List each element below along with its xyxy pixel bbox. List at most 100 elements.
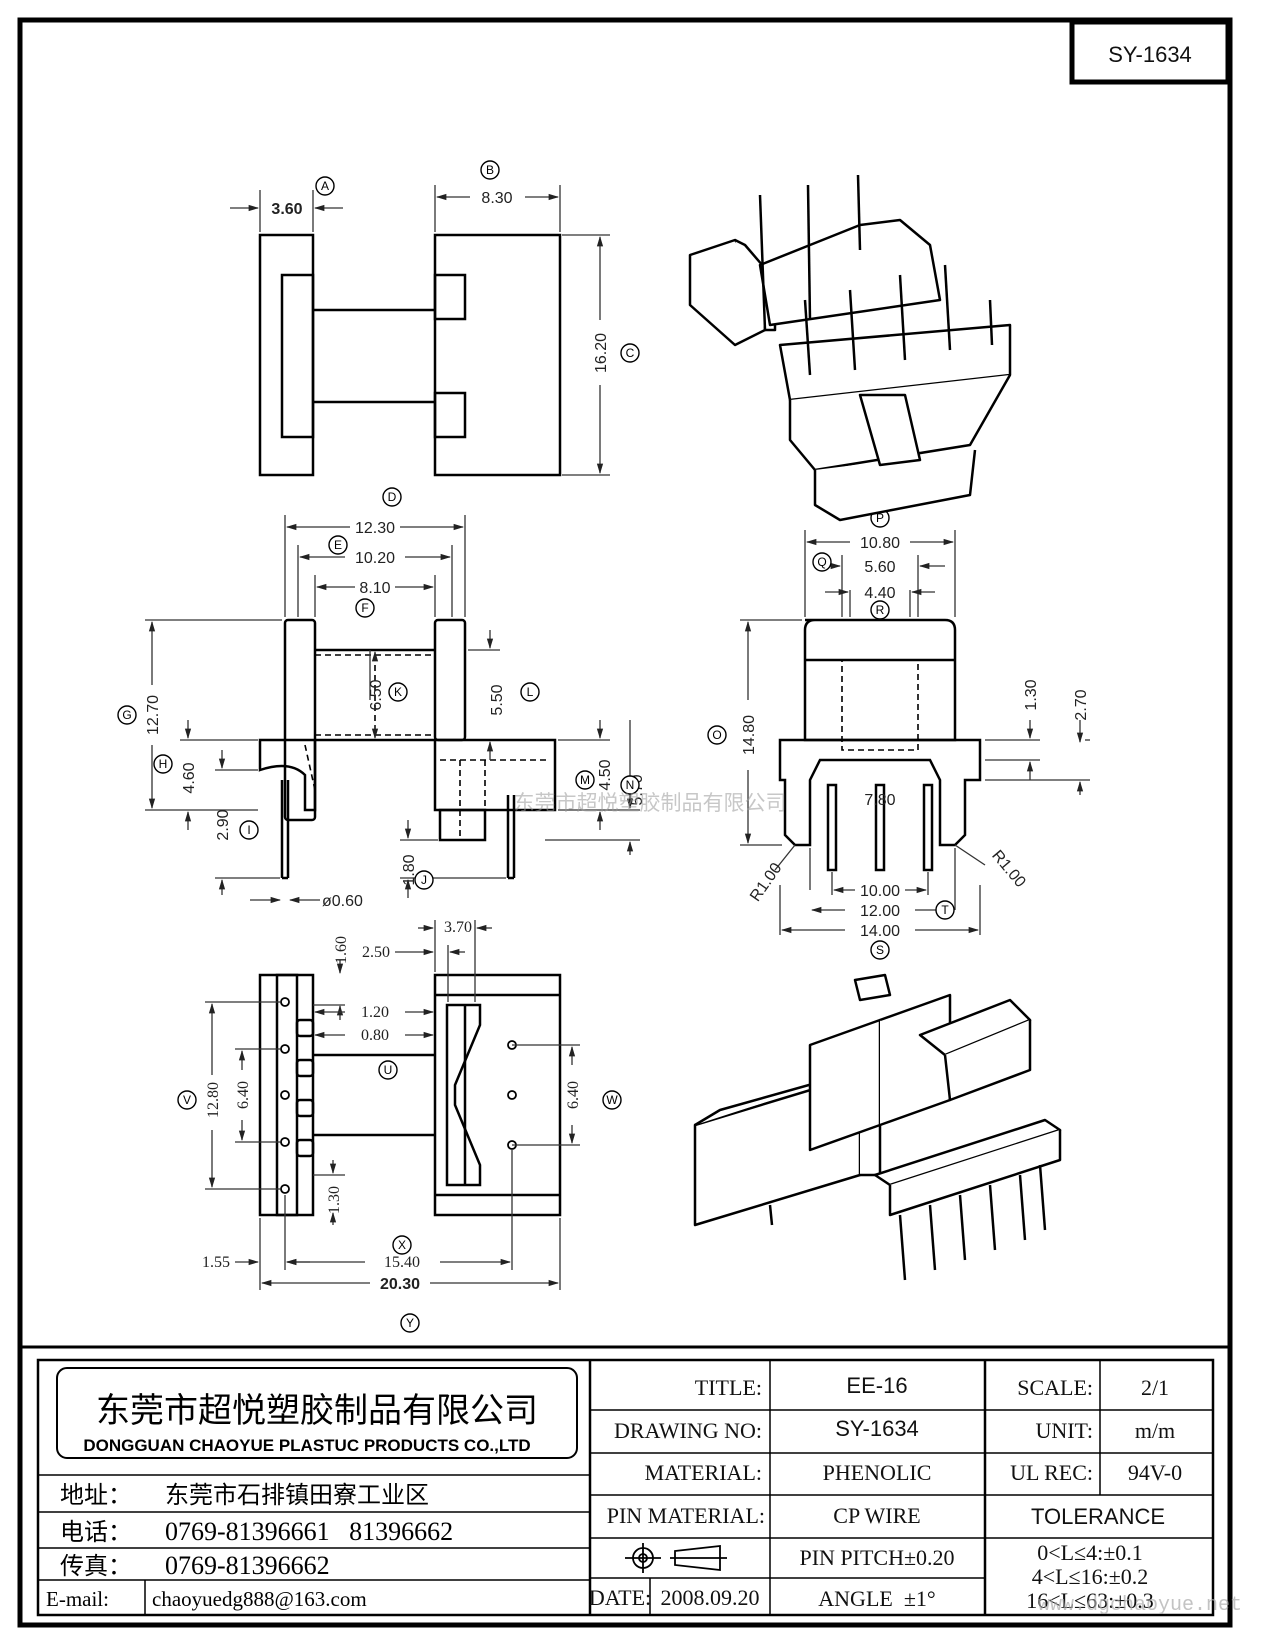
unit-label: UNIT: xyxy=(1035,1418,1093,1443)
dim-250: 2.50 xyxy=(362,944,390,961)
email-label: E-mail: xyxy=(46,1587,109,1611)
balloon-k: K xyxy=(394,685,402,699)
dim-i: 2.90 xyxy=(215,809,232,840)
front-view xyxy=(258,618,557,880)
balloon-h: H xyxy=(159,757,168,771)
dim-r: 4.40 xyxy=(864,585,895,602)
bottom-view-dims xyxy=(205,920,580,1290)
scale-label: SCALE: xyxy=(1017,1375,1093,1400)
balloon-n: N xyxy=(626,778,635,792)
balloon-a: A xyxy=(321,179,329,193)
balloon-x: X xyxy=(398,1238,406,1252)
dim-370: 3.70 xyxy=(444,919,472,936)
fax-value: 0769-81396662 xyxy=(165,1551,330,1580)
drawing-code: SY-1634 xyxy=(1108,42,1192,67)
balloon-set xyxy=(117,160,955,1333)
dim-130: 1.30 xyxy=(1023,679,1040,710)
dim-t: 12.00 xyxy=(860,903,900,920)
dim-155: 1.55 xyxy=(202,1254,230,1271)
dim-270: 2.70 xyxy=(1073,689,1090,720)
dim-v: 12.80 xyxy=(205,1082,222,1118)
front-view-dims xyxy=(145,515,640,904)
balloon-u: U xyxy=(384,1063,393,1077)
dim-120: 1.20 xyxy=(361,1004,389,1021)
side-view-hidden xyxy=(841,659,919,751)
bottom-pins xyxy=(280,997,517,1194)
dim-160: 1.60 xyxy=(333,936,350,964)
date-label: DATE: xyxy=(589,1585,651,1610)
balloon-g: G xyxy=(122,708,131,722)
balloon-t: T xyxy=(941,903,949,917)
company-name-cn: 东莞市超悦塑胶制品有限公司 xyxy=(96,1391,538,1431)
pin-pitch: PIN PITCH±0.20 xyxy=(799,1545,954,1570)
dim-l: 5.50 xyxy=(489,684,506,715)
dim-y: 20.30 xyxy=(380,1276,420,1293)
balloon-w: W xyxy=(606,1093,618,1107)
tolerance-3: 16<L≤63:±0.3 xyxy=(1026,1588,1154,1613)
dim-o: 14.80 xyxy=(741,715,758,755)
company-name-en: DONGGUAN CHAOYUE PLASTUC PRODUCTS CO.,LT… xyxy=(83,1436,530,1455)
balloon-m: M xyxy=(580,773,590,787)
fax-label: 传真： xyxy=(60,1552,132,1580)
dim-w: 6.40 xyxy=(565,1081,582,1109)
pin-material-value: CP WIRE xyxy=(833,1503,920,1528)
bottom-view xyxy=(258,973,562,1217)
ul-value: 94V-0 xyxy=(1128,1460,1182,1485)
balloon-labels: A B C D E F G H I J K L M N O P Q R S T … xyxy=(122,163,949,1330)
balloon-o: O xyxy=(712,728,721,742)
email-value: chaoyuedg888@163.com xyxy=(152,1587,367,1611)
dim-j: 1.80 xyxy=(401,854,418,885)
title-value: EE-16 xyxy=(846,1373,907,1398)
tolerance-1: 0<L≤4:±0.1 xyxy=(1037,1540,1143,1565)
dim-c: 16.20 xyxy=(593,333,610,373)
tolerance-2: 4<L≤16:±0.2 xyxy=(1032,1564,1149,1589)
balloon-d: D xyxy=(388,490,397,504)
sheet-border xyxy=(17,17,1233,1628)
dim-g: 12.70 xyxy=(145,695,162,735)
balloon-y: Y xyxy=(406,1316,414,1330)
ul-label: UL REC: xyxy=(1010,1460,1093,1485)
unit-value: m/m xyxy=(1135,1418,1175,1443)
dim-a: 3.60 xyxy=(271,201,302,218)
dim-1540: 15.40 xyxy=(384,1254,420,1271)
balloon-e: E xyxy=(334,538,342,552)
scale-value: 2/1 xyxy=(1141,1375,1169,1400)
side-view-dims xyxy=(740,530,1090,935)
balloon-v: V xyxy=(183,1093,191,1107)
address-value: 东莞市石排镇田寮工业区 xyxy=(165,1481,429,1509)
dim-s: 14.00 xyxy=(860,923,900,940)
dim-640-left: 6.40 xyxy=(235,1081,252,1109)
tel-value: 0769-81396661 81396662 xyxy=(165,1517,453,1546)
material-value: PHENOLIC xyxy=(823,1460,932,1485)
balloon-l: L xyxy=(527,685,534,699)
dim-b: 8.30 xyxy=(481,190,512,207)
watermark-center: 东莞市超悦塑胶制品有限公司 xyxy=(514,791,787,815)
dim-k: 6.50 xyxy=(368,679,385,710)
balloon-i: I xyxy=(247,823,250,837)
dim-q: 5.60 xyxy=(864,559,895,576)
tolerance-label: TOLERANCE xyxy=(1031,1504,1165,1529)
balloon-s: S xyxy=(876,943,884,957)
side-view xyxy=(778,618,982,872)
dim-m: 4.50 xyxy=(597,759,614,790)
balloon-q: Q xyxy=(817,555,826,569)
dim-f: 8.10 xyxy=(359,580,390,597)
dim-h: 4.60 xyxy=(181,762,198,793)
dim-e: 10.20 xyxy=(355,550,395,567)
tel-label: 电话： xyxy=(60,1518,132,1546)
angle: ANGLE ±1° xyxy=(818,1586,935,1611)
code-box xyxy=(1069,19,1231,85)
drawing-no-value: SY-1634 xyxy=(835,1416,919,1441)
dim-780: 7.80 xyxy=(864,792,895,809)
dim-080: 0.80 xyxy=(361,1027,389,1044)
balloon-c: C xyxy=(626,346,635,360)
date-value: 2008.09.20 xyxy=(661,1585,760,1610)
top-view xyxy=(258,233,562,477)
balloon-f: F xyxy=(361,601,368,615)
title-block-frame xyxy=(22,1345,1228,1617)
address-label: 地址： xyxy=(60,1481,132,1509)
watermark-corner: www.dgchaoyue.net xyxy=(1038,1594,1242,1617)
dim-pin-dia: ø0.60 xyxy=(322,893,363,910)
pin-material-label: PIN MATERIAL: xyxy=(607,1503,765,1528)
